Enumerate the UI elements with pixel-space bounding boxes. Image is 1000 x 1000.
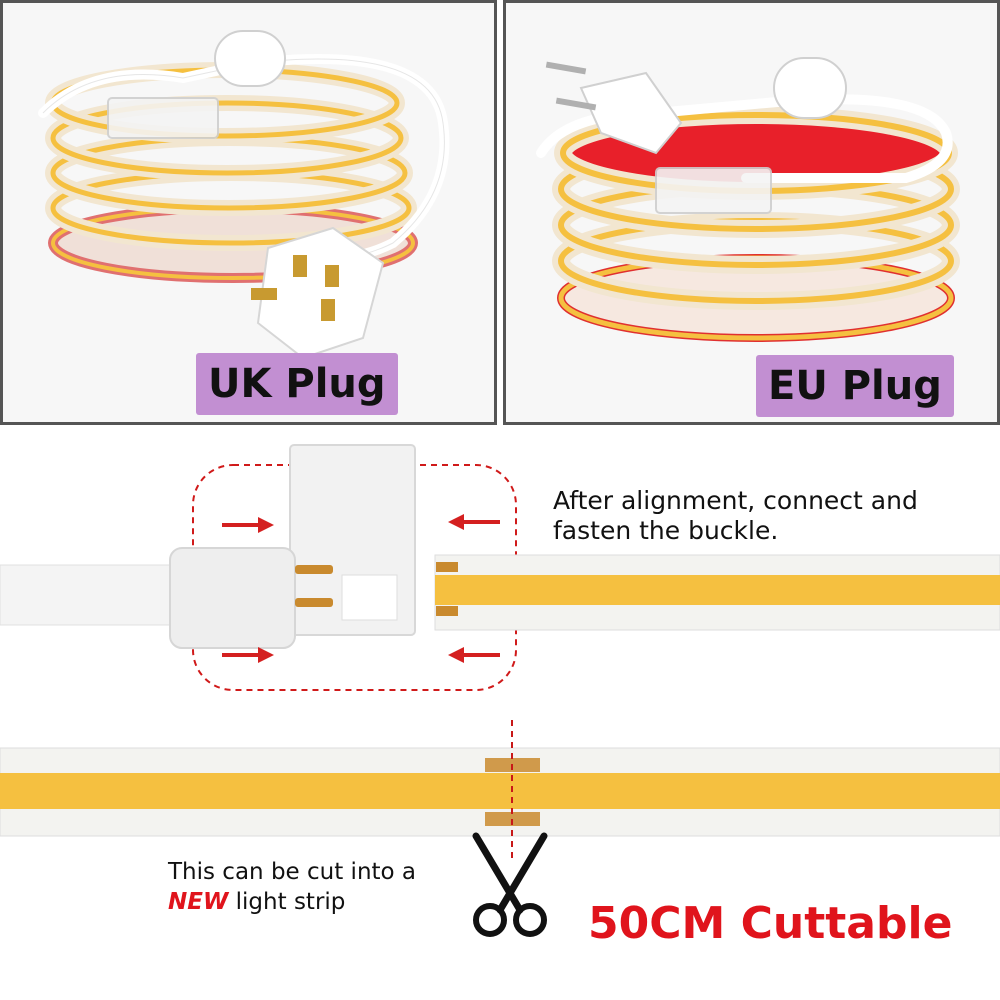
- uk-plug-panel: UK Plug: [0, 0, 497, 425]
- instruction-line-1: After alignment, connect and: [553, 486, 918, 515]
- cut-line-2: NEW light strip: [168, 887, 468, 917]
- scissors-icon: [472, 832, 548, 937]
- eu-plug-panel: EU Plug: [503, 0, 1000, 425]
- eu-coil-illustration: [536, 57, 960, 342]
- uk-coil-illustration: [38, 30, 450, 360]
- led-strip-segment: [434, 554, 1000, 631]
- arrow-left-icon: [448, 647, 500, 663]
- instruction-line-2: fasten the buckle.: [553, 516, 779, 545]
- cut-line-1: This can be cut into a: [168, 859, 417, 885]
- cuttable-label: 50CM Cuttable: [588, 898, 953, 949]
- cut-line-2-rest: light strip: [228, 889, 346, 915]
- new-highlight: NEW: [168, 889, 229, 915]
- led-strip-long: [0, 747, 1000, 837]
- arrow-right-icon: [222, 647, 274, 663]
- uk-plug-label: UK Plug: [196, 353, 398, 415]
- eu-plug-label: EU Plug: [756, 355, 954, 417]
- alignment-instruction: After alignment, connect and fasten the …: [553, 486, 973, 546]
- arrow-right-icon: [222, 517, 274, 533]
- cut-instruction: This can be cut into a NEW light strip: [168, 857, 468, 917]
- arrow-left-icon: [448, 514, 500, 530]
- connection-diagram: [0, 444, 1000, 860]
- plug-head: [169, 547, 296, 649]
